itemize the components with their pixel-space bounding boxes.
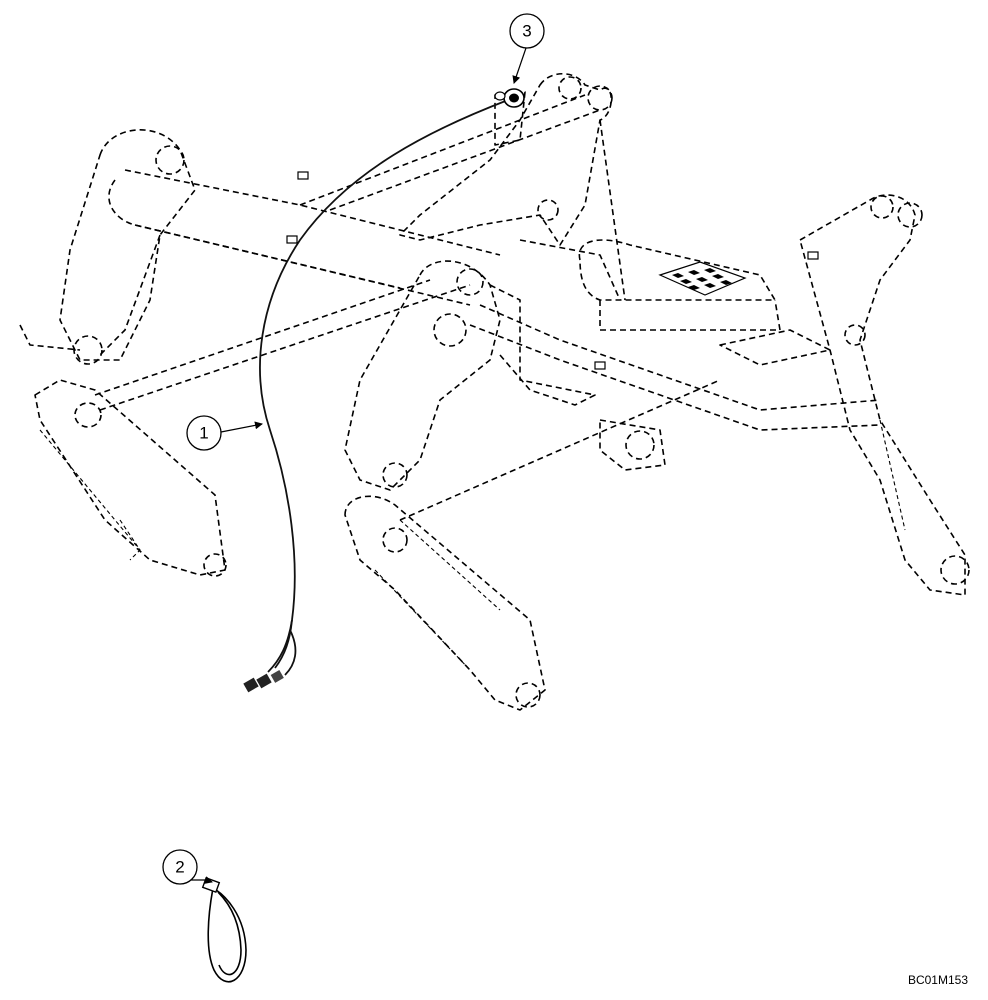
wiring-harness bbox=[243, 99, 819, 693]
left-loader-arm bbox=[19, 129, 227, 577]
right-tower bbox=[399, 72, 626, 301]
figure-reference-code: BC01M153 bbox=[908, 973, 968, 987]
cable-tie-part bbox=[201, 877, 247, 983]
callout-2-circle bbox=[162, 849, 198, 885]
callout-3-circle bbox=[509, 13, 545, 49]
lower-cross-tube bbox=[94, 279, 721, 521]
grommet-part bbox=[494, 88, 525, 108]
cross-tube bbox=[108, 94, 601, 306]
front-loader-arm bbox=[344, 260, 666, 711]
grid-plate bbox=[658, 261, 747, 296]
callout-2-label: 2 bbox=[175, 858, 184, 877]
callout-2: 2 bbox=[162, 849, 213, 885]
far-right-arm bbox=[719, 194, 970, 596]
callout-3: 3 bbox=[509, 13, 545, 84]
callout-1: 1 bbox=[186, 415, 263, 451]
rear-cross-member bbox=[469, 239, 881, 431]
callout-1-circle bbox=[186, 415, 222, 451]
callout-1-label: 1 bbox=[199, 424, 208, 443]
callout-3-label: 3 bbox=[522, 22, 531, 41]
